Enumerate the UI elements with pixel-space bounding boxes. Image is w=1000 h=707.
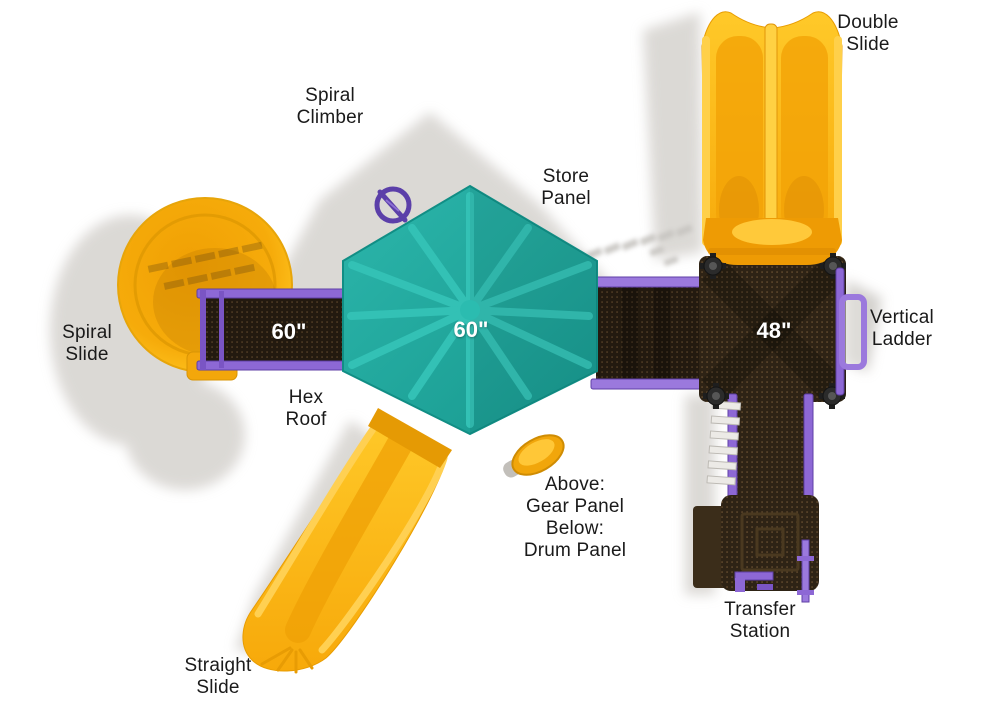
left-bridge-dimension: 60" — [271, 319, 307, 344]
center-bridge — [590, 276, 706, 390]
straight-slide-label: Straight Slide — [184, 655, 252, 698]
spiral-slide-label: Spiral Slide — [62, 322, 112, 365]
main-deck-dimension: 48" — [756, 318, 792, 343]
left-bridge — [196, 288, 350, 371]
spiral-climber — [374, 186, 412, 224]
hex-roof — [342, 184, 598, 436]
gear-panel — [503, 434, 565, 478]
vertical-ladder-label: Vertical Ladder — [870, 307, 934, 350]
bottom-arm — [706, 393, 814, 505]
main-deck — [699, 256, 846, 402]
hex-roof-dimension: 60" — [453, 317, 489, 342]
vertical-ladder — [835, 267, 867, 396]
hex-roof-ribs — [347, 192, 593, 428]
hex-roof-label: Hex Roof — [285, 387, 327, 430]
panel-note-label: Above: Gear Panel Below: Drum Panel — [523, 474, 627, 561]
transfer-station — [693, 495, 819, 603]
transfer-steps — [706, 400, 742, 486]
transfer-station-label: Transfer Station — [724, 599, 796, 642]
double-slide — [701, 11, 843, 265]
double-slide-label: Double Slide — [837, 12, 899, 55]
straight-slide — [242, 408, 452, 674]
spiral-climber-label: Spiral Climber — [296, 85, 364, 128]
store-panel-label: Store Panel — [541, 166, 591, 209]
